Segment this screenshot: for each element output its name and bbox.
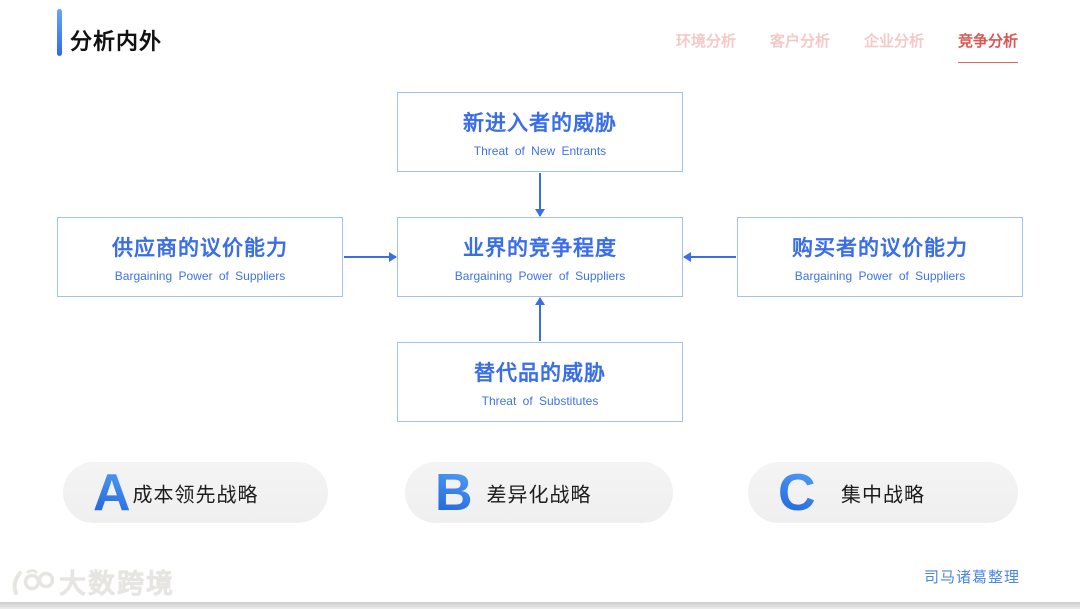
strategy-letter: A bbox=[93, 463, 131, 522]
strategy-pill-differentiation: B 差异化战略 bbox=[405, 462, 673, 523]
force-box-new-entrants: 新进入者的威胁 Threat of New Entrants bbox=[397, 92, 683, 172]
force-box-title: 替代品的威胁 bbox=[474, 361, 606, 385]
strategy-letter: C bbox=[778, 463, 816, 522]
force-box-subtitle: Bargaining Power of Suppliers bbox=[454, 268, 626, 283]
strategy-label: 成本领先战略 bbox=[132, 484, 259, 506]
force-box-title: 业界的竞争程度 bbox=[463, 236, 617, 260]
strategy-label: 差异化战略 bbox=[486, 484, 592, 506]
strategy-pill-cost-leadership: A 成本领先战略 bbox=[63, 462, 328, 523]
arrow-right-to-center-icon bbox=[683, 251, 736, 263]
force-box-title: 供应商的议价能力 bbox=[112, 236, 288, 260]
nav-item-customer[interactable]: 客户分析 bbox=[769, 33, 830, 50]
watermark: 大数跨境 bbox=[8, 562, 175, 601]
arrow-bottom-to-center-icon bbox=[534, 297, 546, 341]
force-box-subtitle: Bargaining Power of Suppliers bbox=[794, 268, 966, 283]
force-box-suppliers: 供应商的议价能力 Bargaining Power of Suppliers bbox=[57, 217, 343, 297]
strategy-label: 集中战略 bbox=[841, 484, 925, 506]
top-nav: 环境分析 客户分析 企业分析 竞争分析 bbox=[676, 30, 1018, 63]
title-accent-bar bbox=[57, 9, 62, 56]
force-box-subtitle: Bargaining Power of Suppliers bbox=[114, 268, 286, 283]
nav-item-enterprise[interactable]: 企业分析 bbox=[863, 33, 924, 50]
bottom-strip bbox=[0, 602, 1080, 609]
nav-item-competition[interactable]: 竞争分析 bbox=[957, 30, 1018, 63]
force-box-buyers: 购买者的议价能力 Bargaining Power of Suppliers bbox=[737, 217, 1023, 297]
page-title: 分析内外 bbox=[70, 29, 163, 54]
arrow-top-to-center-icon bbox=[534, 173, 546, 217]
nav-item-environment[interactable]: 环境分析 bbox=[675, 33, 736, 50]
force-box-rivalry: 业界的竞争程度 Bargaining Power of Suppliers bbox=[397, 217, 683, 297]
credit-text: 司马诸葛整理 bbox=[923, 569, 1020, 586]
force-box-substitutes: 替代品的威胁 Threat of Substitutes bbox=[397, 342, 683, 422]
force-box-subtitle: Threat of Substitutes bbox=[481, 393, 599, 408]
strategy-pill-focus: C 集中战略 bbox=[748, 462, 1018, 523]
arrow-left-to-center-icon bbox=[344, 251, 397, 263]
force-box-title: 购买者的议价能力 bbox=[792, 236, 968, 260]
dashu-logo-icon bbox=[12, 568, 54, 595]
strategy-letter: B bbox=[435, 463, 473, 522]
watermark-text: 大数跨境 bbox=[59, 569, 175, 599]
force-box-subtitle: Threat of New Entrants bbox=[473, 143, 607, 158]
force-box-title: 新进入者的威胁 bbox=[463, 111, 617, 135]
